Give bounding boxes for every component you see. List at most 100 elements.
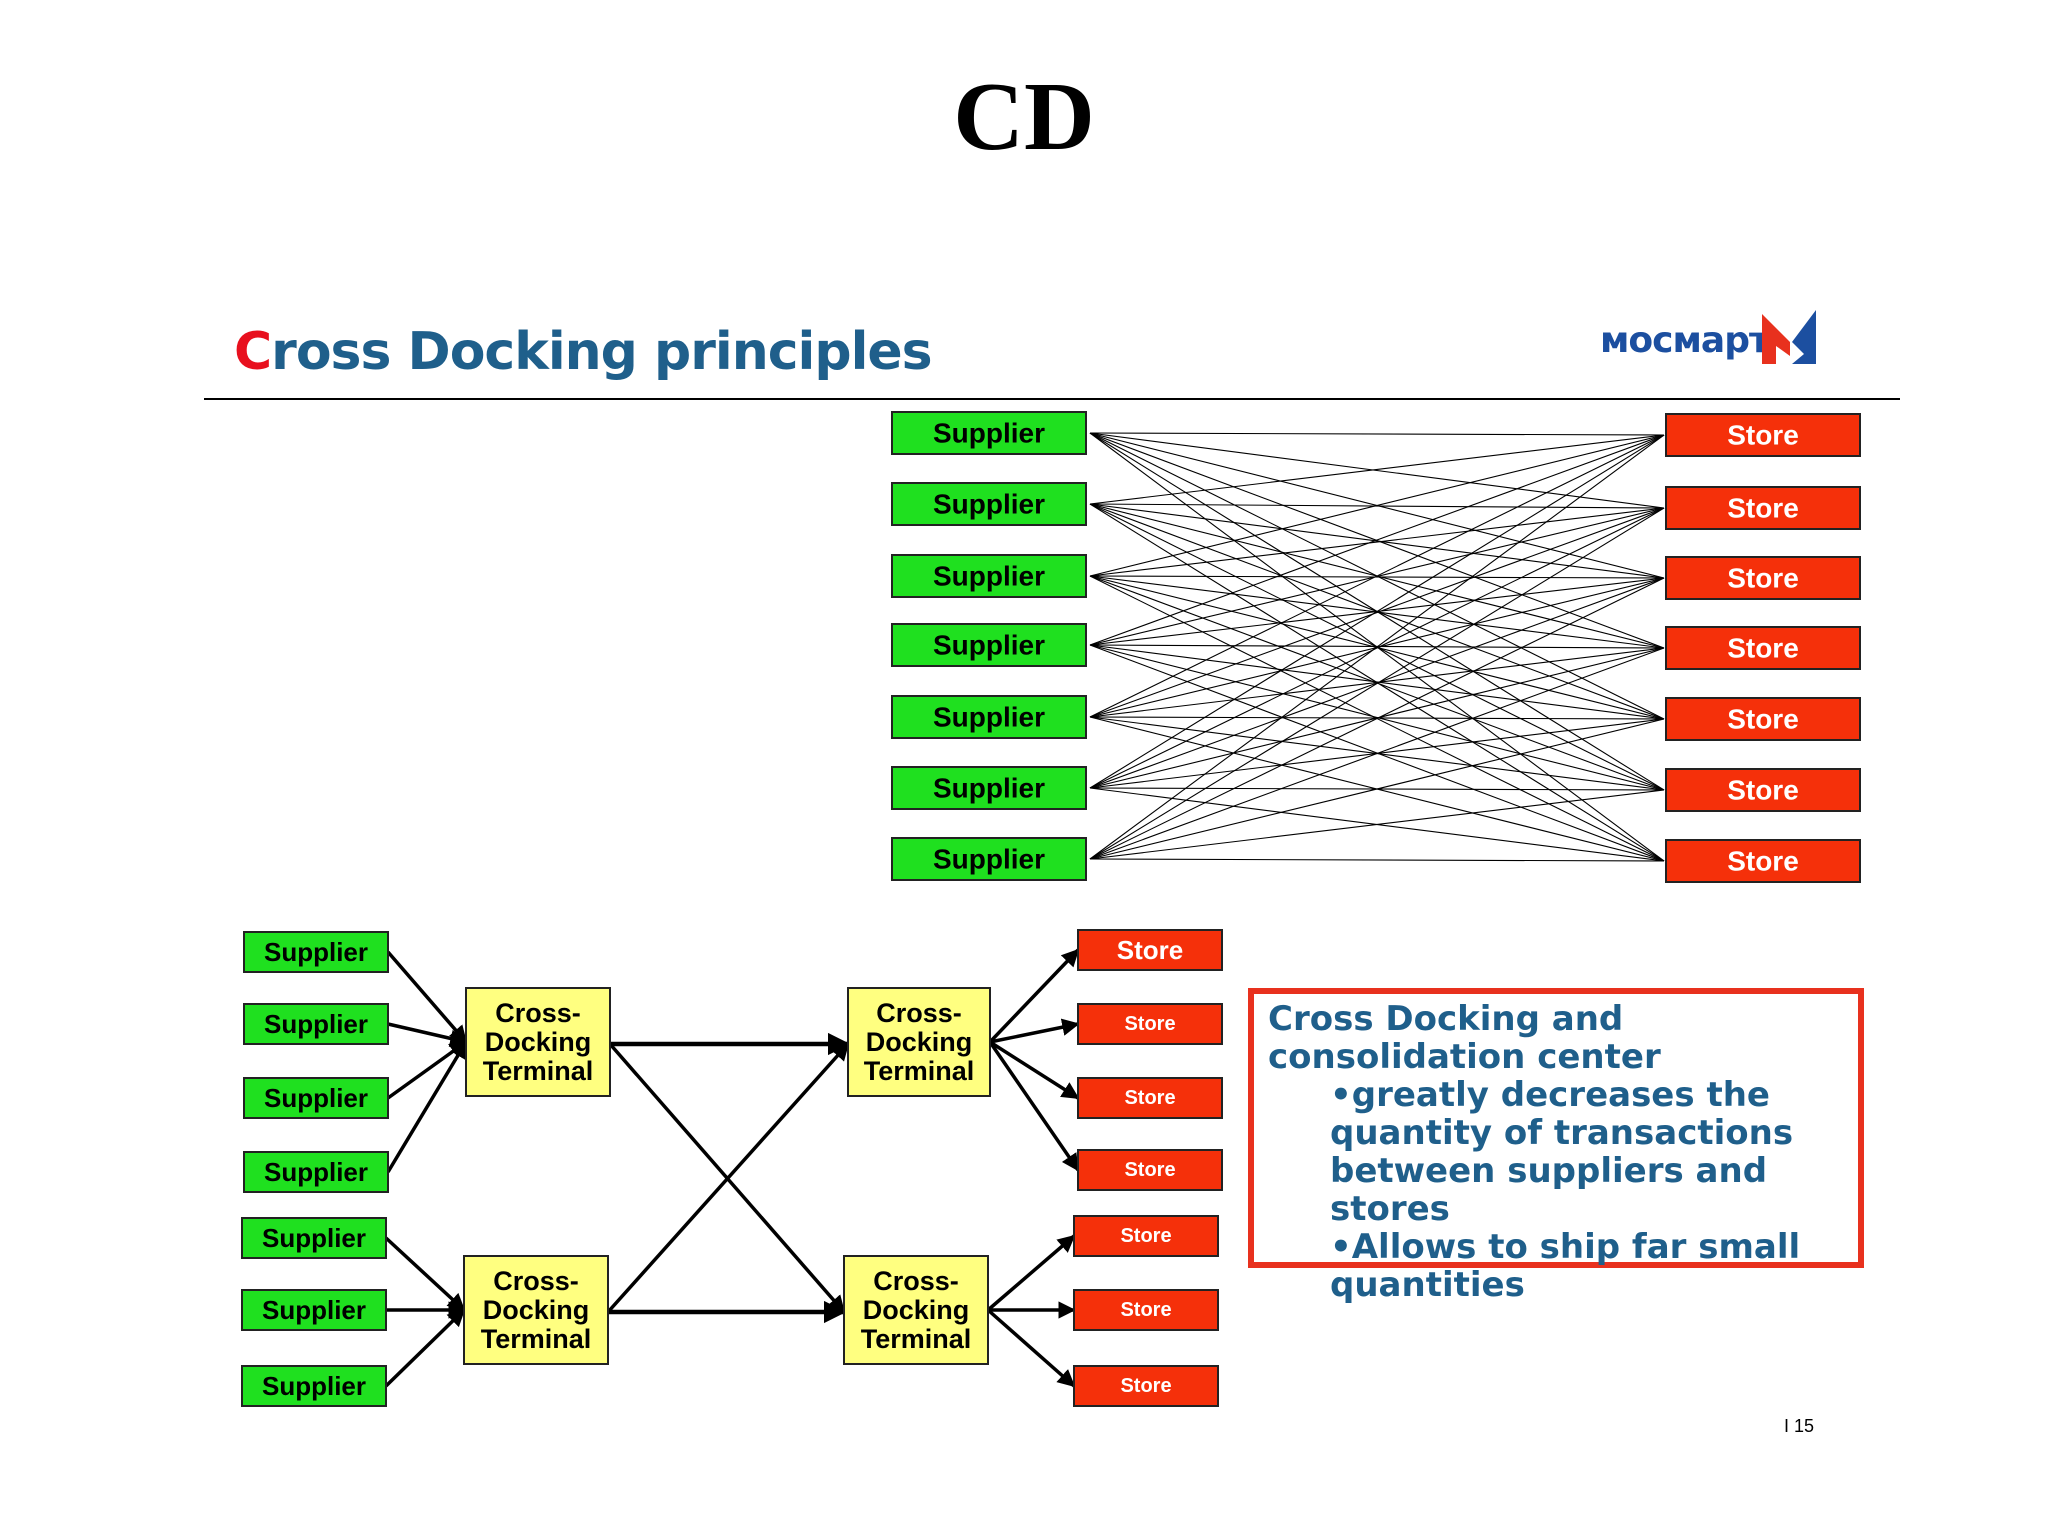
store-node-box (1073, 1365, 1219, 1407)
supplier-node: Supplier (891, 695, 1087, 739)
logo-text: мосмарт (1600, 320, 1770, 361)
supplier-node-box (243, 1077, 389, 1119)
mesh-line (1089, 434, 1665, 646)
supplier-node-label: Supplier (262, 1295, 366, 1325)
heading-rest: ross Docking principles (271, 322, 932, 382)
flow-line (989, 1018, 1080, 1044)
supplier-node-label: Supplier (262, 1223, 366, 1253)
cross-docking-terminal-label: Terminal (483, 1056, 594, 1086)
store-node: Store (1665, 413, 1861, 457)
cross-docking-terminal-label: Cross- (495, 998, 581, 1028)
mosmart-logo: мосмарт (1600, 306, 1820, 368)
cross-docking-terminal-label: Terminal (481, 1324, 592, 1354)
store-node: Store (1665, 556, 1861, 600)
supplier-node: Supplier (243, 1151, 389, 1193)
supplier-node-label: Supplier (264, 1009, 368, 1039)
store-node-label: Store (1727, 493, 1799, 524)
store-node-box (1073, 1215, 1219, 1257)
supplier-node-box (891, 482, 1087, 526)
flow-line (386, 950, 468, 1044)
note-box: Cross Docking and consolidation center •… (1248, 988, 1864, 1304)
store-node: Store (1073, 1289, 1219, 1331)
supplier-node-label: Supplier (264, 1157, 368, 1187)
supplier-node: Supplier (891, 766, 1087, 810)
cross-docking-terminal-label: Docking (483, 1295, 590, 1325)
supplier-node-box (243, 1151, 389, 1193)
page-number: I 15 (1784, 1416, 1815, 1436)
flow-line (384, 1236, 466, 1312)
mesh-line (1089, 434, 1665, 505)
mesh-line (1089, 507, 1665, 577)
mesh-line (1089, 434, 1665, 860)
supplier-node-box (891, 411, 1087, 455)
cross-docking-terminal-label: Cross- (873, 1266, 959, 1296)
flow-line (988, 1041, 1080, 1172)
cross-docking-terminal-box (465, 987, 611, 1097)
store-node-label: Store (1727, 775, 1799, 806)
supplier-node-box (891, 837, 1087, 881)
supplier-node-box (243, 1003, 389, 1045)
mesh-line (1089, 789, 1665, 860)
cross-docking-terminal-label: Docking (485, 1027, 592, 1057)
supplier-node: Supplier (891, 837, 1087, 881)
store-node-label: Store (1727, 633, 1799, 664)
diagram-nodes: SupplierSupplierSupplierSupplierSupplier… (241, 411, 1861, 1407)
store-node-box (1073, 1289, 1219, 1331)
supplier-node: Supplier (241, 1289, 387, 1331)
cross-docking-terminal-label: Terminal (864, 1056, 975, 1086)
supplier-node-label: Supplier (933, 418, 1045, 449)
flow-line (989, 1040, 1080, 1100)
store-node-label: Store (1120, 1299, 1171, 1321)
note-bullet: •Allows to ship far small quantities (1330, 1227, 1801, 1305)
store-node-label: Store (1124, 1087, 1175, 1109)
supplier-node-box (891, 766, 1087, 810)
supplier-node: Supplier (243, 931, 389, 973)
store-node-box (1665, 486, 1861, 530)
mesh-line (1089, 858, 1665, 862)
store-node-label: Store (1727, 704, 1799, 735)
store-node: Store (1077, 1003, 1223, 1045)
cross-docking-terminal-label: Cross- (876, 998, 962, 1028)
store-node-box (1665, 768, 1861, 812)
heading-rule (204, 398, 1900, 400)
store-node: Store (1665, 626, 1861, 670)
store-node-box (1665, 839, 1861, 883)
flow-line (384, 1308, 466, 1388)
flow-line (386, 1040, 468, 1173)
flow-line (988, 948, 1080, 1044)
store-node-box (1665, 697, 1861, 741)
supplier-node: Supplier (891, 623, 1087, 667)
cross-dock-flow-lines (384, 948, 1080, 1388)
supplier-node: Supplier (891, 411, 1087, 455)
mesh-line (1089, 647, 1665, 860)
supplier-node-label: Supplier (933, 561, 1045, 592)
mesh-line (1089, 434, 1665, 789)
cross-docking-terminal-box (463, 1255, 609, 1365)
note-bullet: •greatly decreases the quantity of trans… (1330, 1075, 1794, 1229)
store-node: Store (1665, 839, 1861, 883)
store-node: Store (1665, 768, 1861, 812)
store-node: Store (1077, 929, 1223, 971)
store-node-label: Store (1120, 1225, 1171, 1247)
store-node: Store (1665, 486, 1861, 530)
flow-line (986, 1308, 1076, 1388)
store-node-label: Store (1124, 1013, 1175, 1035)
flow-line (606, 1042, 850, 1314)
cross-docking-terminal-label: Terminal (861, 1324, 972, 1354)
store-node-label: Store (1727, 420, 1799, 451)
store-node-box (1077, 1149, 1223, 1191)
supplier-node-label: Supplier (933, 630, 1045, 661)
supplier-node-label: Supplier (264, 1083, 368, 1113)
mesh-line (1089, 718, 1665, 860)
flow-line (387, 1022, 468, 1047)
store-node-label: Store (1120, 1375, 1171, 1397)
mesh-line (1089, 434, 1665, 718)
mesh-line (1089, 577, 1665, 860)
store-node: Store (1077, 1149, 1223, 1191)
mesh-line (1089, 503, 1665, 579)
store-node: Store (1665, 697, 1861, 741)
supplier-node: Supplier (891, 554, 1087, 598)
